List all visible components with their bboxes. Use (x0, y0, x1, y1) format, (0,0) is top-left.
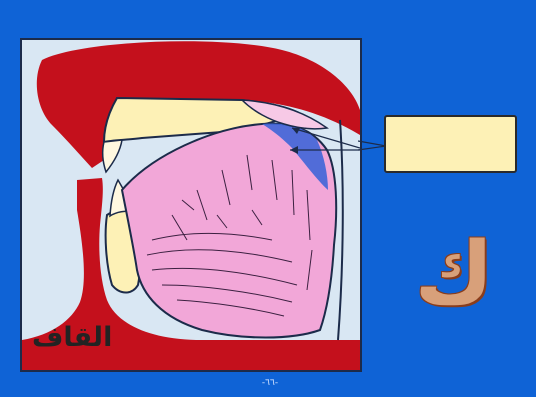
answer-label-box[interactable] (384, 115, 517, 173)
page-number: -٦٦- (250, 378, 290, 388)
pointer-connectors (358, 138, 386, 154)
arabic-letter: ك (412, 224, 496, 324)
mouth-diagram-svg (22, 40, 360, 370)
pharynx-wall (338, 120, 343, 340)
letter-name-caption: القاف (32, 322, 112, 353)
upper-tooth (103, 140, 122, 172)
mouth-cross-section-illustration: القاف (20, 38, 362, 372)
